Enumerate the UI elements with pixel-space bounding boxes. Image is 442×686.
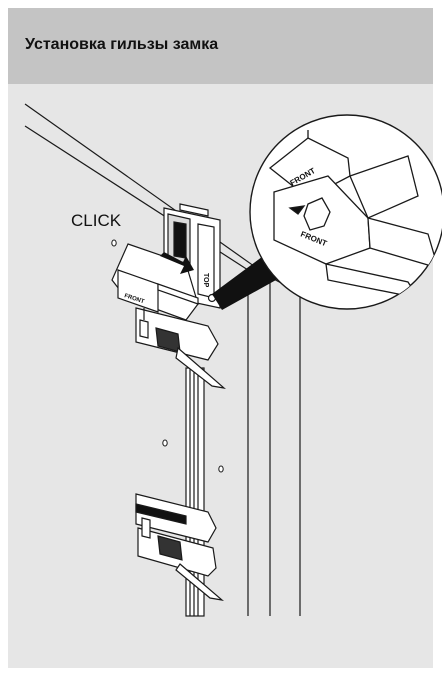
detail-magnifier: FRONT FRONT <box>249 114 442 310</box>
insert-arrow <box>160 252 194 274</box>
lock-sleeve-illustration: TOP FRONT <box>24 103 442 617</box>
cabinet-panel <box>24 103 301 616</box>
mounting-plate: TOP <box>163 203 221 309</box>
lock-sleeve-lower <box>135 493 225 601</box>
click-label: CLICK <box>71 211 122 230</box>
panel-holes <box>111 239 224 473</box>
page-title: Установка гильзы замка <box>25 36 219 53</box>
header-bar: Установка гильзы замка <box>8 8 433 84</box>
lock-sleeve-upper: FRONT <box>111 243 226 389</box>
instruction-card: Установка гильзы замка <box>8 8 442 668</box>
plate-top-stamp: TOP <box>202 273 209 288</box>
